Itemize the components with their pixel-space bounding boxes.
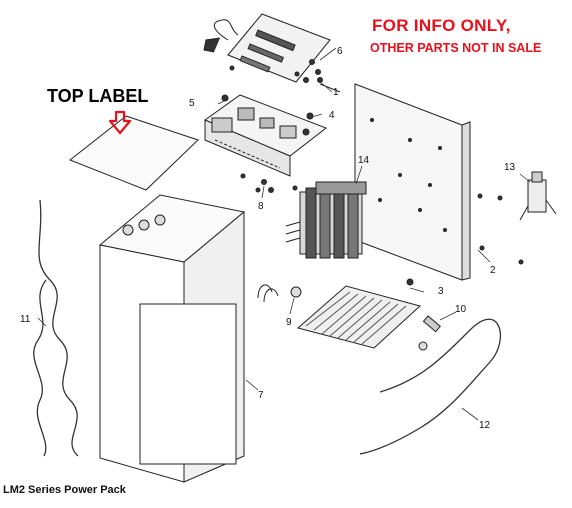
part-3-heatsink-plate bbox=[296, 278, 422, 349]
part-number-6: 6 bbox=[337, 46, 343, 57]
back-panel bbox=[354, 83, 471, 281]
info-notice-line-1: FOR INFO ONLY, bbox=[372, 16, 511, 35]
part-6-circuit-board bbox=[203, 13, 331, 83]
part-number-7: 7 bbox=[258, 390, 264, 401]
part-13-breaker bbox=[519, 171, 557, 221]
part-11-cable bbox=[33, 199, 79, 457]
part-10-fuse bbox=[418, 315, 441, 351]
part-number-14: 14 bbox=[358, 155, 370, 166]
part-number-4: 4 bbox=[329, 110, 335, 121]
part-1-standoffs bbox=[303, 59, 341, 93]
part-number-12: 12 bbox=[479, 420, 491, 431]
part-7-housing bbox=[98, 194, 246, 483]
diagram-caption: LM2 Series Power Pack bbox=[3, 484, 126, 496]
part-9-cable-clip bbox=[257, 284, 302, 303]
part-2-screws bbox=[477, 193, 524, 265]
part-number-8: 8 bbox=[258, 201, 264, 212]
top-label-heading: TOP LABEL bbox=[47, 86, 149, 106]
part-number-2: 2 bbox=[490, 265, 496, 276]
part-14-transformer bbox=[285, 181, 367, 259]
part-5-control-board bbox=[203, 94, 328, 177]
part-number-11: 11 bbox=[20, 314, 31, 325]
part-number-5: 5 bbox=[189, 98, 195, 109]
leader-lines bbox=[37, 47, 531, 421]
part-8-fasteners bbox=[240, 173, 298, 193]
part-number-3: 3 bbox=[438, 286, 444, 297]
part-number-13: 13 bbox=[504, 162, 516, 173]
top-label-sheet bbox=[69, 115, 199, 191]
part-12-cable bbox=[359, 318, 502, 455]
info-notice-line-2: OTHER PARTS NOT IN SALE bbox=[370, 41, 542, 55]
red-down-arrow-icon bbox=[108, 110, 132, 135]
part-number-1: 1 bbox=[333, 87, 339, 98]
part-number-9: 9 bbox=[286, 317, 292, 328]
part-number-10: 10 bbox=[455, 304, 467, 315]
